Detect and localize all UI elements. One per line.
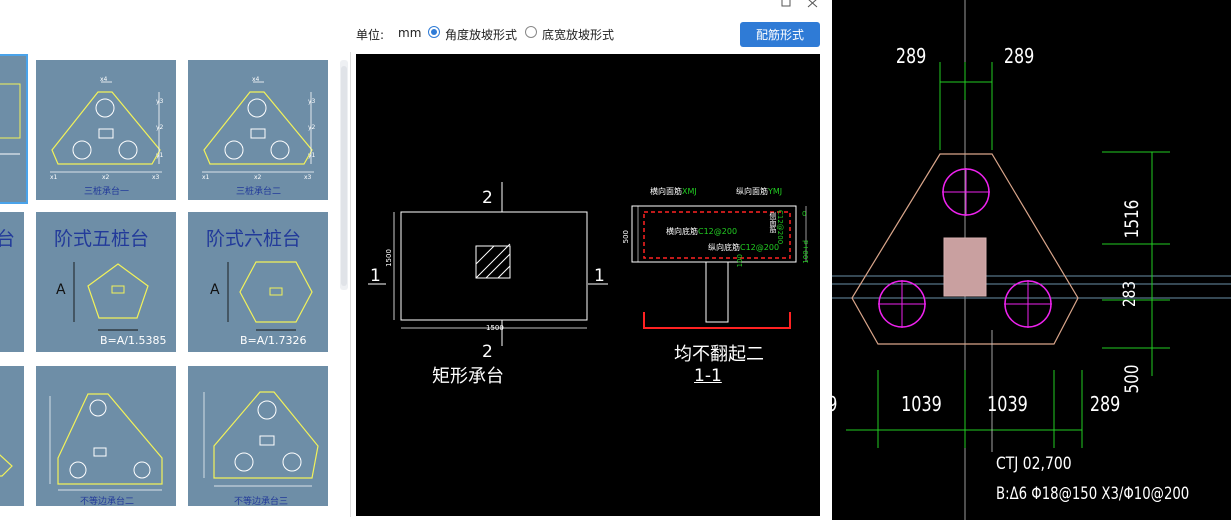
three-pile-thumbnail bbox=[50, 81, 162, 173]
pile-cap-card-six-pile[interactable]: 阶式六桩台 A B=A/1.7326 bbox=[188, 212, 328, 352]
hexagon-thumbnail bbox=[227, 261, 313, 331]
label-horiz-top: 横向面筋XMJ bbox=[650, 187, 697, 196]
cad-dim-top-right: 289 bbox=[1003, 44, 1035, 68]
pile-cap-thumbnail bbox=[0, 83, 21, 155]
toolbar: 单位: mm 角度放坡形式 底宽放坡形式 bbox=[352, 18, 832, 50]
dim-label: y2 bbox=[308, 124, 316, 131]
pile-cap-card-partial[interactable] bbox=[0, 54, 28, 204]
section-mark-bottom: 2 bbox=[482, 342, 493, 362]
embed-dim: 100+d bbox=[802, 240, 810, 264]
unequal-pile-thumbnail bbox=[49, 393, 163, 491]
option-width-label[interactable]: 底宽放坡形式 bbox=[542, 28, 615, 42]
cad-canvas[interactable]: 289 289 1516 283 500 9 1039 1039 289 CTJ… bbox=[827, 0, 1231, 520]
pile-cap-card-three-pile-1[interactable]: x4 y3 y2 y1 x1 x2 x3 三桩承台一 bbox=[36, 60, 176, 200]
dim-label: y3 bbox=[156, 98, 164, 105]
close-icon[interactable] bbox=[807, 0, 818, 8]
pile-cap-card-five-pile[interactable]: 阶式五桩台 A B=A/1.5385 bbox=[36, 212, 176, 352]
window-controls bbox=[781, 0, 818, 8]
radio-width-slope[interactable] bbox=[525, 26, 537, 38]
label-vert-bottom: 纵向底筋C12@200 bbox=[708, 243, 780, 252]
plan-height-dim: 1500 bbox=[384, 249, 393, 267]
cad-dim-bottom-1: 9 bbox=[827, 392, 838, 416]
dim-label: y1 bbox=[156, 152, 164, 159]
dim-label: x2 bbox=[102, 174, 110, 181]
axis-label: A bbox=[210, 282, 220, 298]
pile-cap-card-partial[interactable]: 台 bbox=[0, 212, 24, 352]
section-height-dim: 500 bbox=[622, 230, 630, 244]
cad-dim-right-2: 283 bbox=[1120, 281, 1141, 307]
cad-label-line1: CTJ 02,700 bbox=[996, 454, 1072, 474]
cad-dim-right-3: 500 bbox=[1121, 364, 1144, 394]
dim-label: x4 bbox=[252, 76, 260, 83]
section-id: 1-1 bbox=[694, 366, 722, 386]
maximize-icon[interactable] bbox=[781, 0, 791, 7]
section-mark-left: 1 bbox=[370, 266, 381, 286]
label-side: 侧面筋 bbox=[769, 212, 777, 233]
section-mark-right: 1 bbox=[594, 266, 605, 286]
radio-angle-slope[interactable] bbox=[428, 26, 440, 38]
dim-label: x1 bbox=[202, 174, 210, 181]
card-caption: 三桩承台二 bbox=[236, 187, 282, 197]
pile-cap-gallery: x4 y3 y2 y1 x1 x2 x3 三桩承台一 x4 y3 y2 y1 bbox=[0, 52, 351, 517]
dim-label: y2 bbox=[156, 124, 164, 131]
pentagon-thumbnail bbox=[73, 262, 149, 331]
cad-label-line2: B:Δ6 Φ18@150 X3/Φ10@200 bbox=[996, 484, 1190, 504]
plan-width-dim: 1500 bbox=[486, 324, 504, 332]
preview-canvas: 2 2 1 1 1500 1500 矩形承台 横向面筋XMJ 纵向面筋YMJ 横… bbox=[356, 54, 820, 516]
card-title: 台 bbox=[0, 224, 15, 251]
dim-label: y3 bbox=[308, 98, 316, 105]
pile-cap-card-three-pile-2[interactable]: x4 y3 y2 y1 x1 x2 x3 三桩承台二 bbox=[188, 60, 328, 200]
cover-dim: 0 bbox=[802, 210, 807, 218]
unequal-pile-thumbnail bbox=[203, 391, 319, 487]
pile-cap-thumbnail bbox=[0, 454, 13, 477]
config-rebar-button[interactable]: 配筋形式 bbox=[740, 22, 820, 47]
card-caption: 三桩承台一 bbox=[84, 187, 130, 197]
cad-dim-bottom-3: 1039 bbox=[987, 392, 1028, 416]
card-title: 阶式六桩台 bbox=[206, 228, 302, 250]
card-formula: B=A/1.7326 bbox=[240, 334, 307, 347]
cad-dim-right-1: 1516 bbox=[1121, 199, 1144, 239]
dim-label: x3 bbox=[304, 174, 312, 181]
cad-dim-bottom-4: 289 bbox=[1089, 392, 1121, 416]
card-title: 阶式五桩台 bbox=[54, 228, 150, 250]
label-vert-top: 纵向面筋YMJ bbox=[736, 187, 783, 196]
three-pile-thumbnail bbox=[202, 81, 314, 173]
unit-label: 单位: bbox=[356, 28, 385, 42]
section-title: 均不翻起二 bbox=[674, 344, 764, 365]
dim-label: x4 bbox=[100, 76, 108, 83]
pile-cap-card-unequal-2[interactable]: 不等边承台二 bbox=[36, 366, 176, 507]
card-caption: 不等边承台二 bbox=[80, 497, 135, 507]
plan-title: 矩形承台 bbox=[432, 366, 504, 387]
option-angle-label[interactable]: 角度放坡形式 bbox=[445, 28, 518, 42]
dim-label: y1 bbox=[308, 152, 316, 159]
pile-cap-card-partial[interactable] bbox=[0, 366, 24, 506]
axis-label: A bbox=[56, 282, 66, 298]
card-caption: 不等边承台三 bbox=[234, 497, 289, 507]
label-side-bar: C12@200 bbox=[776, 210, 784, 245]
cad-dim-top-left: 289 bbox=[895, 44, 927, 68]
section-mark-top: 2 bbox=[482, 188, 493, 208]
dim-label: x3 bbox=[152, 174, 160, 181]
unit-value: mm bbox=[398, 26, 422, 40]
gallery-scrollbar-thumb[interactable] bbox=[341, 66, 347, 286]
cad-dim-bottom-2: 1039 bbox=[901, 392, 942, 416]
preview-drawing bbox=[368, 182, 807, 346]
pile-cap-dialog: 单位: mm 角度放坡形式 底宽放坡形式 配筋形式 bbox=[0, 0, 832, 517]
dim-label: x1 bbox=[50, 174, 58, 181]
dim-label: x2 bbox=[254, 174, 262, 181]
pile-cap-card-unequal-3[interactable]: 不等边承台三 bbox=[188, 366, 328, 507]
cad-drawing bbox=[832, 0, 1231, 520]
label-horiz-bottom: 横向底筋C12@200 bbox=[666, 227, 738, 236]
pile-dim: 100 bbox=[736, 254, 744, 268]
card-formula: B=A/1.5385 bbox=[100, 334, 167, 347]
